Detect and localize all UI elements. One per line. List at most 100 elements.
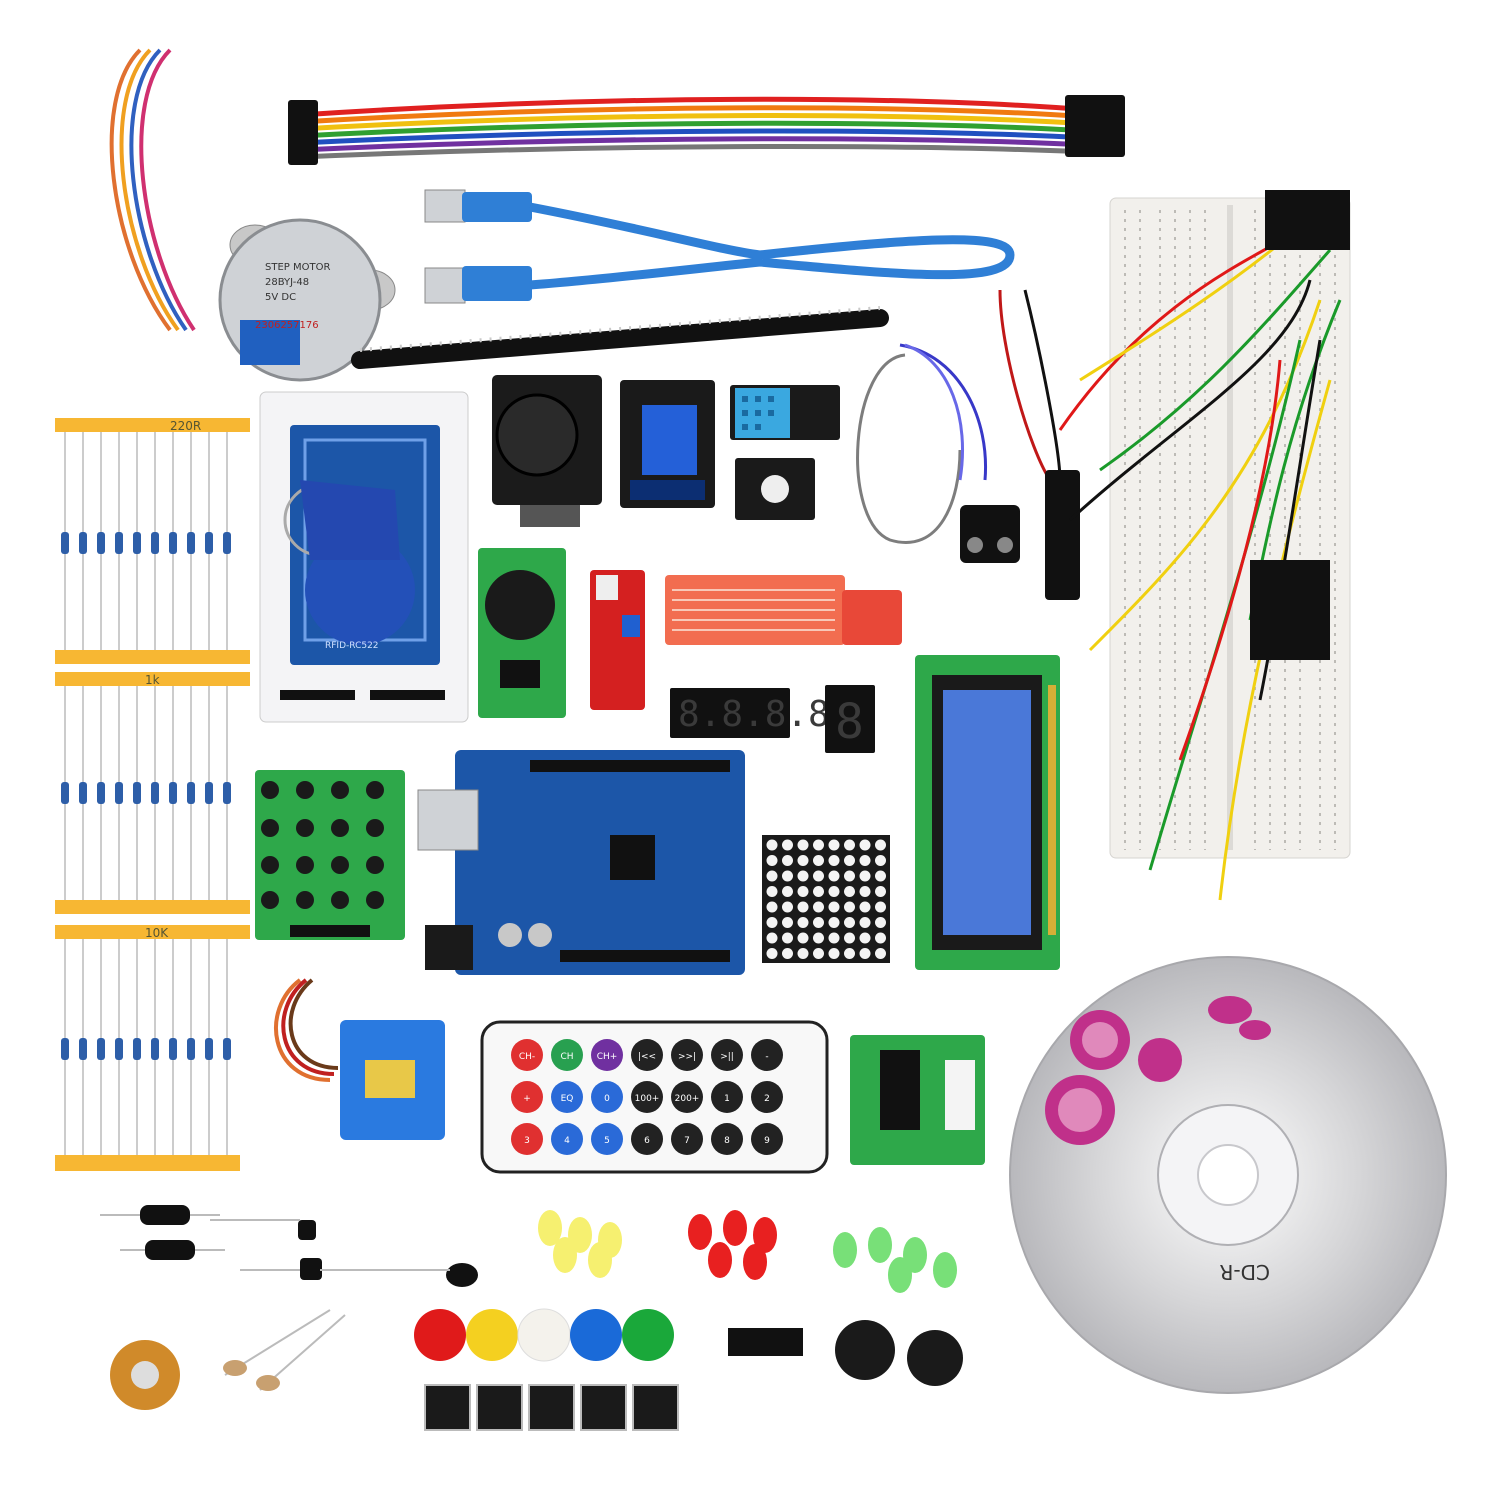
remote-key-label: EQ: [561, 1094, 574, 1104]
remote-key-label: >>|: [678, 1052, 696, 1062]
remote-key: 5: [591, 1123, 623, 1155]
remote-key: CH-: [511, 1039, 543, 1071]
remote-key: 7: [671, 1123, 703, 1155]
remote-key-label: CH-: [519, 1052, 535, 1062]
matrix-dot: [844, 917, 855, 928]
misc-components: [100, 1205, 963, 1431]
matrix-dot: [766, 932, 778, 944]
matrix-dot: [797, 855, 809, 866]
matrix-dot: [875, 948, 886, 959]
battery-connector: [856, 289, 1080, 600]
matrix-dot: [844, 886, 855, 897]
remote-key: |<<: [631, 1039, 663, 1071]
remote-key-label: 7: [684, 1136, 690, 1146]
matrix-dot: [813, 917, 824, 928]
remote-key-label: -: [765, 1052, 768, 1062]
remote-key-label: 3: [524, 1136, 530, 1146]
matrix-dot: [828, 886, 840, 897]
matrix-dot: [859, 901, 871, 913]
remote-key-label: 9: [764, 1136, 770, 1146]
matrix-dot: [766, 839, 778, 851]
remote-key-label: 4: [564, 1136, 570, 1146]
matrix-dot: [844, 932, 855, 944]
resistor-label-220r: 220R: [170, 419, 201, 433]
remote-key: CH: [551, 1039, 583, 1071]
remote-key: 9: [751, 1123, 783, 1155]
matrix-dot: [766, 886, 778, 897]
matrix-dot: [828, 901, 840, 913]
matrix-dot: [875, 839, 886, 851]
remote-key-label: 1: [724, 1094, 730, 1104]
matrix-dot: [813, 839, 824, 851]
relay-module: [620, 380, 715, 508]
matrix-dot: [875, 917, 886, 928]
remote-key-label: 100+: [635, 1094, 660, 1104]
matrix-dot: [797, 839, 809, 851]
remote-key-label: 6: [644, 1136, 650, 1146]
remote-key: 100+: [631, 1081, 663, 1113]
joystick-module: [492, 375, 602, 527]
matrix-dot: [859, 839, 871, 851]
remote-key-label: 0: [604, 1094, 610, 1104]
matrix-dot: [813, 870, 824, 882]
keypad-4x4: [255, 770, 405, 940]
remote-key: 1: [711, 1081, 743, 1113]
dht11-sensor: [730, 385, 840, 440]
matrix-dot: [844, 948, 855, 959]
remote-key-label: 200+: [675, 1094, 700, 1104]
matrix-dot: [782, 839, 793, 851]
matrix-dot: [859, 932, 871, 944]
rfid-module: RFID-RC522: [259, 391, 469, 723]
matrix-dot: [797, 932, 809, 944]
remote-key: 4: [551, 1123, 583, 1155]
matrix-dot: [828, 870, 840, 882]
rainbow-jumper-ribbon: [288, 95, 1125, 165]
arduino-uno-board: [417, 750, 745, 975]
matrix-dot: [859, 917, 871, 928]
matrix-dot: [766, 870, 778, 882]
one-digit-display: 8: [835, 694, 864, 750]
matrix-dot: [766, 917, 778, 928]
lcd-1602-module: [915, 655, 1060, 970]
matrix-dot: [828, 839, 840, 851]
matrix-dot: [859, 886, 871, 897]
remote-key: 200+: [671, 1081, 703, 1113]
matrix-dot: [797, 948, 809, 959]
stepper-motor: STEP MOTOR 28BYJ-48 5V DC 2306257176: [109, 48, 396, 382]
matrix-dot: [875, 855, 886, 866]
matrix-dot: [828, 917, 840, 928]
usb-cable: [424, 189, 1015, 304]
matrix-dot: [782, 886, 793, 897]
led-dot-matrix: [762, 835, 890, 963]
uln2003-driver: [850, 1035, 985, 1165]
matrix-dot: [828, 948, 840, 959]
remote-key: +: [511, 1081, 543, 1113]
matrix-dot: [782, 870, 793, 882]
matrix-dot: [875, 901, 886, 913]
matrix-dot: [782, 917, 793, 928]
sound-sensor: [590, 570, 645, 710]
remote-key: 8: [711, 1123, 743, 1155]
resistor-strips: 220R 1k 10K: [55, 418, 250, 1171]
remote-key-label: |<<: [638, 1052, 656, 1062]
remote-key: 0: [591, 1081, 623, 1113]
matrix-dot: [859, 870, 871, 882]
matrix-dot: [844, 855, 855, 866]
stepper-label-1: STEP MOTOR: [265, 262, 330, 273]
remote-key: >||: [711, 1039, 743, 1071]
pin-header: [351, 306, 889, 369]
matrix-dot: [875, 870, 886, 882]
rtc-module: [478, 548, 566, 718]
remote-key-label: +: [523, 1094, 531, 1104]
remote-key: -: [751, 1039, 783, 1071]
remote-key-label: CH: [560, 1052, 573, 1062]
remote-key: 2: [751, 1081, 783, 1113]
matrix-dot: [797, 917, 809, 928]
matrix-dot: [813, 855, 824, 866]
matrix-dot: [797, 901, 809, 913]
software-cd: CD-R: [1009, 956, 1447, 1394]
remote-key: 3: [511, 1123, 543, 1155]
rfid-label: RFID-RC522: [325, 641, 379, 651]
matrix-dot: [813, 948, 824, 959]
